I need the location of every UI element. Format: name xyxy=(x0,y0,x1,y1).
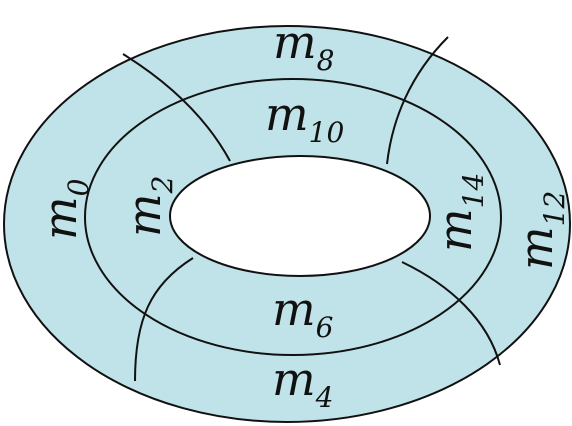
divider-lower-left xyxy=(134,257,194,382)
label-m0: m0 xyxy=(33,179,95,240)
torus-hole xyxy=(169,155,431,277)
divider-upper-left xyxy=(122,53,231,162)
label-m6: m6 xyxy=(272,282,333,344)
torus-middle-ring xyxy=(84,78,502,356)
label-m14: m14 xyxy=(428,173,490,252)
label-m4: m4 xyxy=(272,352,333,414)
divider-upper-right xyxy=(386,36,449,165)
label-m12: m12 xyxy=(509,191,571,270)
divider-lower-right xyxy=(401,261,501,366)
label-m10: m10 xyxy=(265,87,344,149)
label-m2: m2 xyxy=(117,176,179,237)
label-m8: m8 xyxy=(273,15,334,77)
